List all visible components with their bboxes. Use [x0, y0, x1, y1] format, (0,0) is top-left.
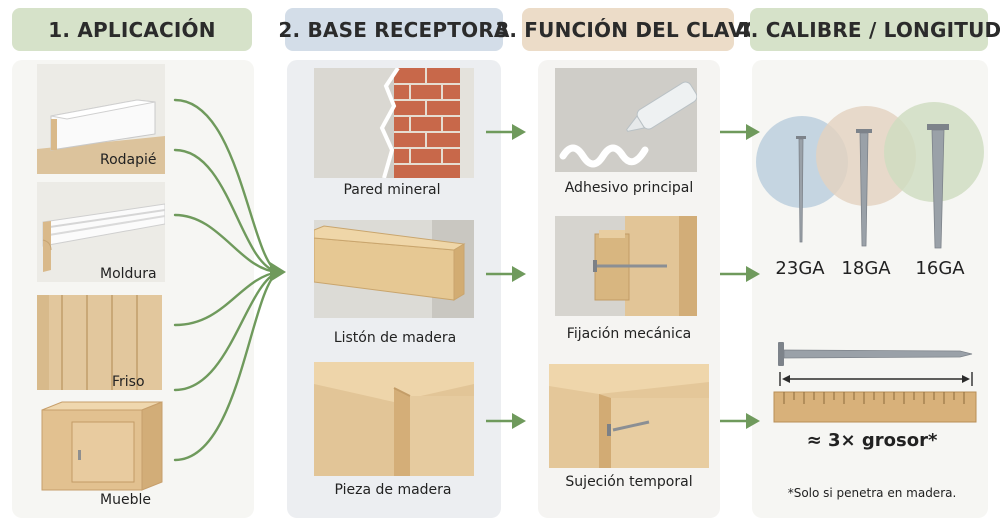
label-mueble: Mueble [100, 492, 151, 508]
label-rodapie: Rodapié [100, 152, 157, 168]
label-adhesivo: Adhesivo principal [564, 180, 694, 196]
long-nail-icon [778, 342, 973, 366]
pieza-madera-illustration [314, 362, 474, 476]
arrow-base-to-funcion-3 [486, 413, 526, 429]
rodapie-illustration [37, 64, 165, 174]
header-funcion-clavo: 3. FUNCIÓN DEL CLAVO [495, 8, 761, 51]
nail-18ga-icon [856, 129, 872, 247]
label-moldura: Moldura [100, 266, 157, 282]
liston-madera-illustration [314, 220, 474, 318]
sujecion-illustration [549, 364, 709, 468]
header-calibre-longitud: 4. CALIBRE / LONGITUD [737, 8, 1000, 51]
arrow-funcion-to-calibre-2 [720, 266, 760, 282]
label-16ga: 16GA [915, 258, 965, 279]
arrow-base-to-funcion-1 [486, 124, 526, 140]
arrow-base-to-funcion-2 [486, 266, 526, 282]
arrow-funcion-to-calibre-3 [720, 413, 760, 429]
friso-illustration [37, 295, 162, 390]
label-fijacion: Fijación mecánica [566, 326, 692, 342]
header-base-receptora: 2. BASE RECEPTORA [278, 8, 509, 51]
label-pared-mineral: Pared mineral [343, 182, 441, 198]
label-pieza-madera: Pieza de madera [334, 482, 452, 498]
nail-23ga-icon [796, 136, 806, 243]
formula-longitud: ≈ 3× grosor* [806, 430, 938, 451]
nail-16ga-icon [927, 124, 949, 249]
label-liston-madera: Listón de madera [333, 330, 457, 346]
pared-mineral-illustration [314, 68, 474, 178]
label-23ga: 23GA [775, 258, 825, 279]
nail-ruler-illustration [773, 342, 977, 423]
calibre-nails-illustration [756, 102, 984, 249]
mueble-illustration [41, 401, 163, 491]
label-friso: Friso [112, 374, 145, 390]
converging-arrows [173, 98, 286, 462]
ruler-icon [773, 391, 977, 423]
moldura-illustration [37, 182, 165, 282]
nota-madera: *Solo si penetra en madera. [787, 486, 957, 500]
header-aplicacion: 1. APLICACIÓN [12, 8, 252, 51]
label-sujecion: Sujeción temporal [565, 474, 693, 490]
label-18ga: 18GA [841, 258, 891, 279]
fijacion-illustration [555, 216, 697, 316]
dimension-arrow-icon [779, 372, 973, 386]
arrow-funcion-to-calibre-1 [720, 124, 760, 140]
adhesivo-illustration [555, 68, 697, 172]
